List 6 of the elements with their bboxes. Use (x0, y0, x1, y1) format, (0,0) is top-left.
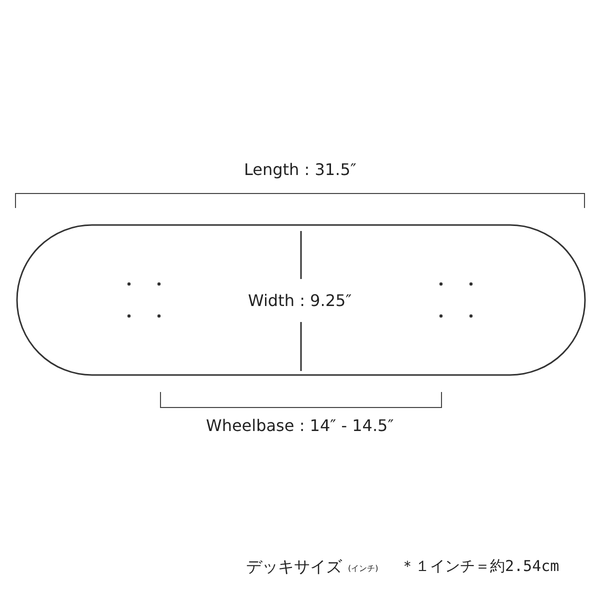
dimension-label: Length : 31.5″ (244, 162, 356, 178)
note-text: デッキサイズ (246, 559, 342, 575)
unit-note: (インチ) (348, 565, 378, 573)
dimension-label: Wheelbase : 14″ - 14.5″ (206, 418, 394, 434)
dimension-label: Width : 9.25″ (248, 293, 352, 309)
note-text: ＊１インチ＝約2.54cm (400, 559, 560, 574)
